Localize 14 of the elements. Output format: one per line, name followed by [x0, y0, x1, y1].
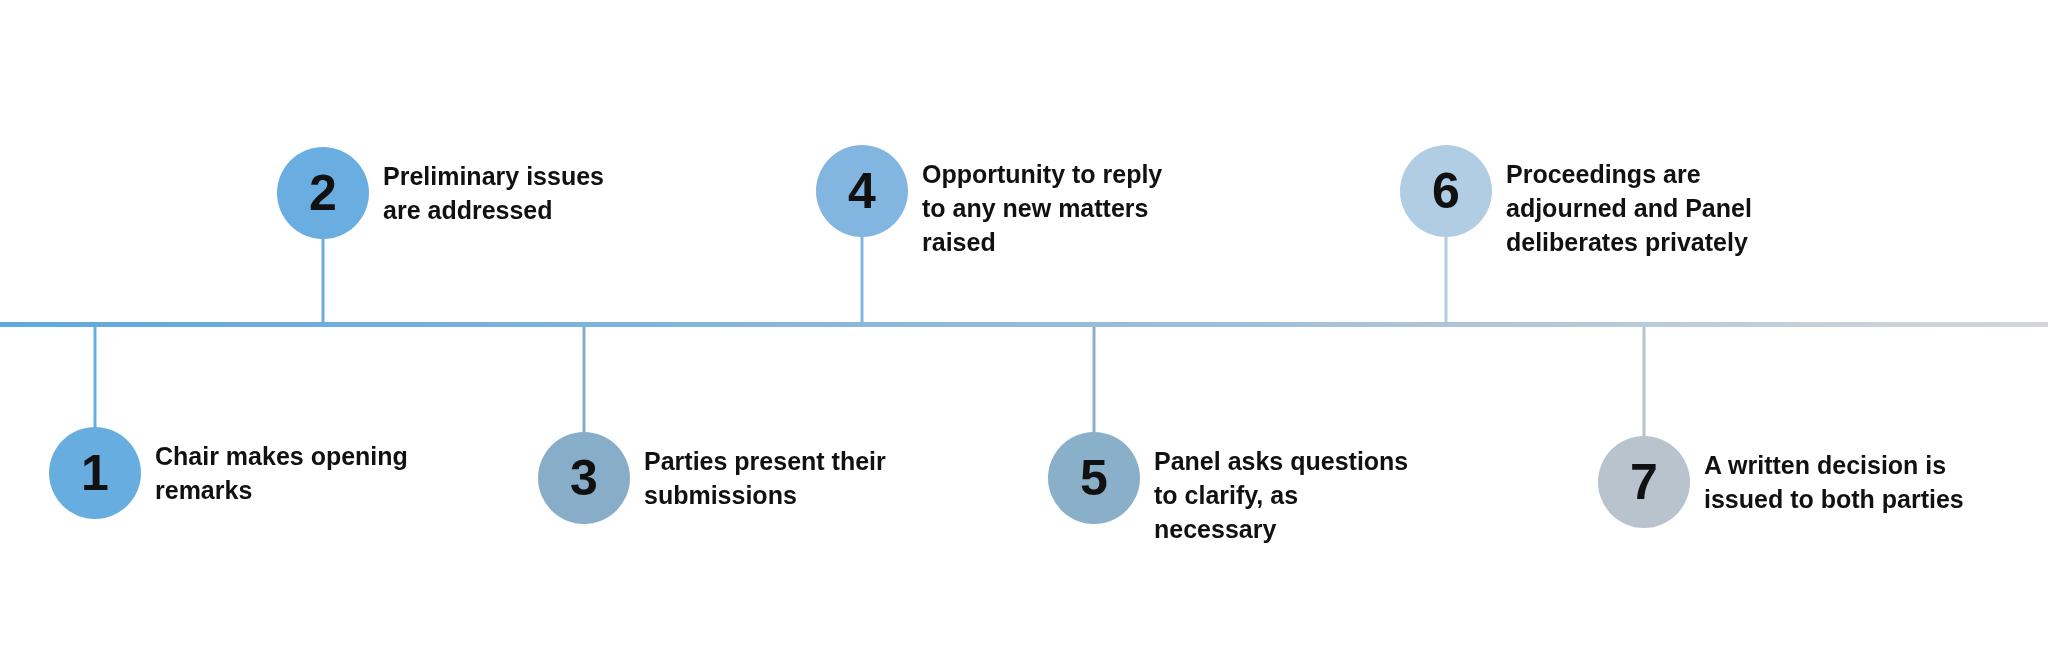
step-number: 3 [538, 432, 630, 524]
step-number: 2 [277, 147, 369, 239]
step-description: Parties present their submissions [644, 446, 887, 511]
step-description: A written decision is issued to both parties [1704, 450, 1964, 515]
step-description: Panel asks questions to clarify, as necessary [1154, 446, 1410, 545]
step-number: 5 [1048, 432, 1140, 524]
step-number: 4 [816, 145, 908, 237]
step-description: Proceedings are adjourned and Panel deliberates privately [1506, 159, 1753, 258]
step-description: Chair makes opening remarks [155, 441, 409, 506]
step-description: Preliminary issues are addressed [383, 161, 605, 226]
step-number: 7 [1598, 436, 1690, 528]
step-number: 1 [49, 427, 141, 519]
step-description: Opportunity to reply to any new matters raised [922, 159, 1164, 258]
step-number: 6 [1400, 145, 1492, 237]
